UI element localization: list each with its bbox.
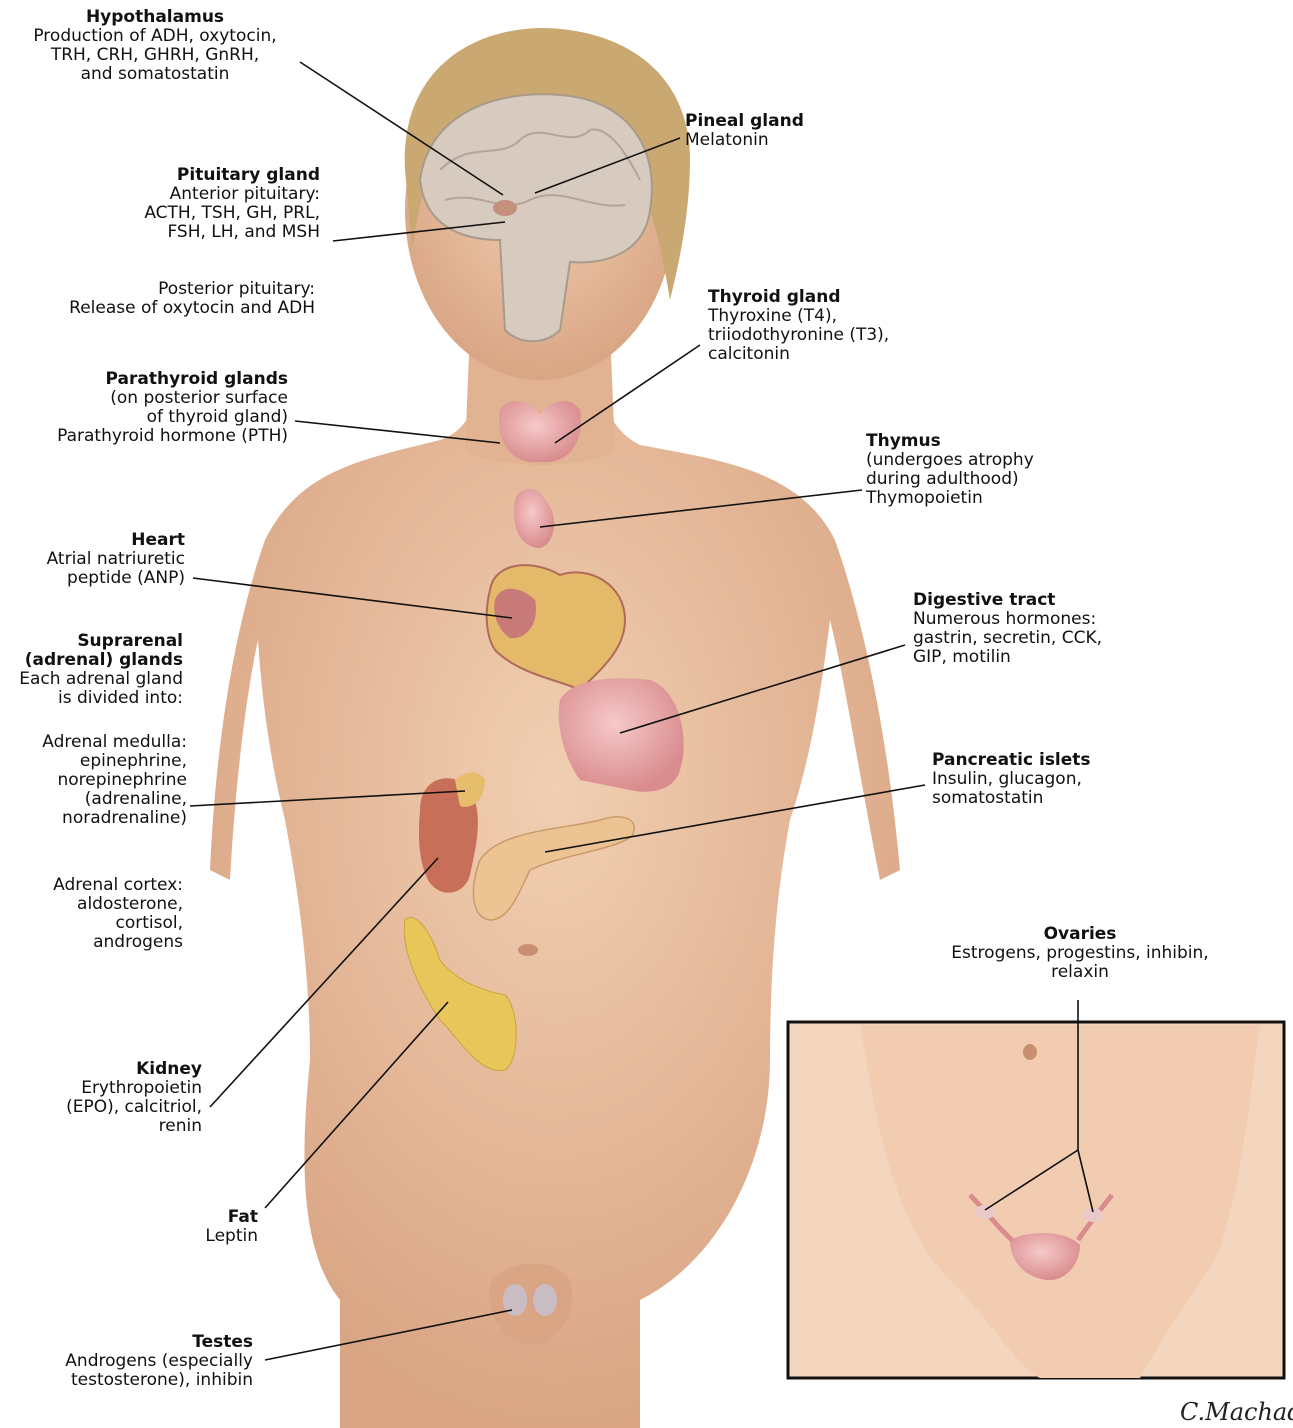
- label-thymus-body: (undergoes atrophy during adulthood) Thy…: [866, 451, 1066, 508]
- label-testes-body: Androgens (especially testosterone), inh…: [20, 1352, 253, 1390]
- label-thyroid: Thyroid gland Thyroxine (T4), triiodothy…: [708, 288, 948, 364]
- label-pancreas-title: Pancreatic islets: [932, 751, 1152, 770]
- label-ovaries-body: Estrogens, progestins, inhibin, relaxin: [935, 944, 1225, 982]
- label-pituitary-title: Pituitary gland: [40, 166, 320, 185]
- label-heart-body: Atrial natriuretic peptide (ANP): [10, 550, 185, 588]
- label-adrenal-medulla: Adrenal medulla: epinephrine, norepineph…: [0, 733, 187, 828]
- label-kidney: Kidney Erythropoietin (EPO), calcitriol,…: [20, 1060, 202, 1136]
- label-hypothalamus: Hypothalamus Production of ADH, oxytocin…: [0, 8, 310, 84]
- label-pineal-body: Melatonin: [685, 131, 905, 150]
- label-pituitary: Pituitary gland Anterior pituitary: ACTH…: [40, 166, 320, 242]
- label-ovaries: Ovaries Estrogens, progestins, inhibin, …: [935, 925, 1225, 982]
- label-fat: Fat Leptin: [100, 1208, 258, 1246]
- stomach: [559, 678, 684, 792]
- label-fat-body: Leptin: [100, 1227, 258, 1246]
- label-hypothalamus-body: Production of ADH, oxytocin, TRH, CRH, G…: [0, 27, 310, 84]
- label-adrenal-cortex: Adrenal cortex: aldosterone, cortisol, a…: [0, 876, 183, 952]
- label-testes: Testes Androgens (especially testosteron…: [20, 1333, 253, 1390]
- label-thyroid-body: Thyroxine (T4), triiodothyronine (T3), c…: [708, 307, 948, 364]
- artist-signature: C.Machado: [1180, 1398, 1293, 1426]
- pituitary: [493, 200, 517, 216]
- label-fat-title: Fat: [100, 1208, 258, 1227]
- label-parathyroid: Parathyroid glands (on posterior surface…: [10, 370, 288, 446]
- label-adrenal-title: Suprarenal (adrenal) glands: [0, 632, 183, 670]
- label-pancreas: Pancreatic islets Insulin, glucagon, som…: [932, 751, 1152, 808]
- label-adrenal-cortex-body: Adrenal cortex: aldosterone, cortisol, a…: [0, 876, 183, 952]
- label-digestive: Digestive tract Numerous hormones: gastr…: [913, 591, 1153, 667]
- label-thymus: Thymus (undergoes atrophy during adultho…: [866, 432, 1066, 508]
- ovary-left: [975, 1205, 995, 1219]
- label-heart: Heart Atrial natriuretic peptide (ANP): [10, 531, 185, 588]
- label-heart-title: Heart: [10, 531, 185, 550]
- label-thymus-title: Thymus: [866, 432, 1066, 451]
- label-thyroid-title: Thyroid gland: [708, 288, 948, 307]
- label-pituitary-posterior-body: Posterior pituitary: Release of oxytocin…: [10, 280, 315, 318]
- label-adrenal-medulla-body: Adrenal medulla: epinephrine, norepineph…: [0, 733, 187, 828]
- label-parathyroid-body: (on posterior surface of thyroid gland) …: [10, 389, 288, 446]
- label-pituitary-posterior: Posterior pituitary: Release of oxytocin…: [10, 280, 315, 318]
- label-pituitary-anterior: Anterior pituitary: ACTH, TSH, GH, PRL, …: [40, 185, 320, 242]
- label-ovaries-title: Ovaries: [935, 925, 1225, 944]
- label-testes-title: Testes: [20, 1333, 253, 1352]
- label-digestive-title: Digestive tract: [913, 591, 1153, 610]
- label-pineal-title: Pineal gland: [685, 112, 905, 131]
- label-adrenal: Suprarenal (adrenal) glands Each adrenal…: [0, 632, 183, 708]
- label-adrenal-body: Each adrenal gland is divided into:: [0, 670, 183, 708]
- label-digestive-body: Numerous hormones: gastrin, secretin, CC…: [913, 610, 1153, 667]
- label-parathyroid-title: Parathyroid glands: [10, 370, 288, 389]
- label-kidney-body: Erythropoietin (EPO), calcitriol, renin: [20, 1079, 202, 1136]
- inset-navel: [1023, 1044, 1037, 1060]
- label-hypothalamus-title: Hypothalamus: [0, 8, 310, 27]
- label-pancreas-body: Insulin, glucagon, somatostatin: [932, 770, 1152, 808]
- testis-right: [533, 1284, 557, 1316]
- label-kidney-title: Kidney: [20, 1060, 202, 1079]
- navel: [518, 944, 538, 956]
- label-pineal: Pineal gland Melatonin: [685, 112, 905, 150]
